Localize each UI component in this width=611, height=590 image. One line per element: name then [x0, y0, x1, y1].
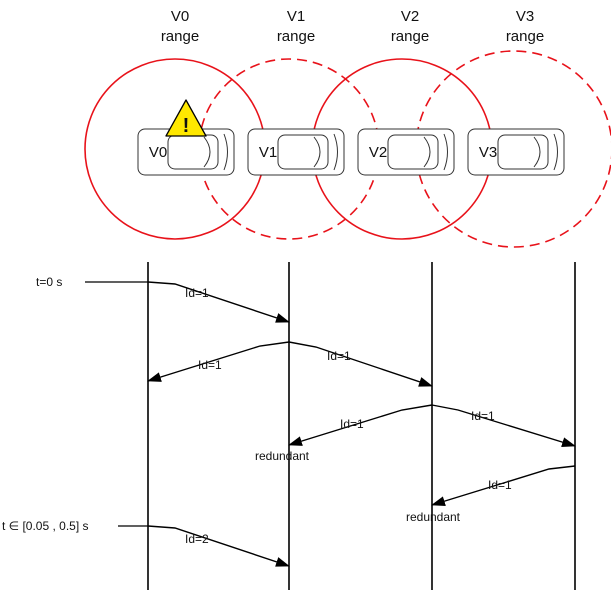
range-label-v1-word: range	[277, 28, 315, 45]
warning-glyph: !	[183, 115, 190, 137]
redundant-note-v2: redundant	[406, 510, 461, 524]
message-arrow-v2-to-v3	[432, 405, 575, 446]
redundant-note-v1: redundant	[255, 449, 310, 463]
message-label-v1-to-v0: Id=1	[198, 358, 222, 372]
car-v0-label: V0	[149, 144, 167, 161]
range-label-v3: V3 range	[506, 8, 544, 45]
range-label-v1: V1 range	[277, 8, 315, 45]
time-label-t1: t ∈ [0.05 , 0.5] s	[2, 519, 89, 533]
message-label-v0-to-v1-id2: Id=2	[185, 532, 209, 546]
range-label-v3-name: V3	[516, 8, 534, 25]
range-label-v0: V0 range	[161, 8, 199, 45]
range-label-v1-name: V1	[287, 8, 305, 25]
message-arrow-v1-to-v2	[289, 342, 432, 386]
range-label-v0-name: V0	[171, 8, 189, 25]
range-label-v0-word: range	[161, 28, 199, 45]
message-label-v1-to-v2: Id=1	[327, 349, 351, 363]
message-label-v0-to-v1: Id=1	[185, 286, 209, 300]
car-v2: V2	[358, 129, 454, 175]
message-label-v2-to-v1: Id=1	[340, 417, 364, 431]
car-v1: V1	[248, 129, 344, 175]
message-arrow-v0-to-v1	[148, 282, 289, 322]
message-label-v2-to-v3: Id=1	[471, 409, 495, 423]
warning-icon: !	[166, 100, 206, 137]
range-label-v2-word: range	[391, 28, 429, 45]
car-v3-label: V3	[479, 144, 497, 161]
message-label-v3-to-v2: Id=1	[488, 478, 512, 492]
range-label-v3-word: range	[506, 28, 544, 45]
car-v2-label: V2	[369, 144, 387, 161]
car-v1-label: V1	[259, 144, 277, 161]
car-v3: V3	[468, 129, 564, 175]
time-label-t0: t=0 s	[36, 275, 62, 289]
range-label-v2: V2 range	[391, 8, 429, 45]
message-arrow-v0-to-v1-id2	[148, 526, 289, 566]
range-label-v2-name: V2	[401, 8, 419, 25]
